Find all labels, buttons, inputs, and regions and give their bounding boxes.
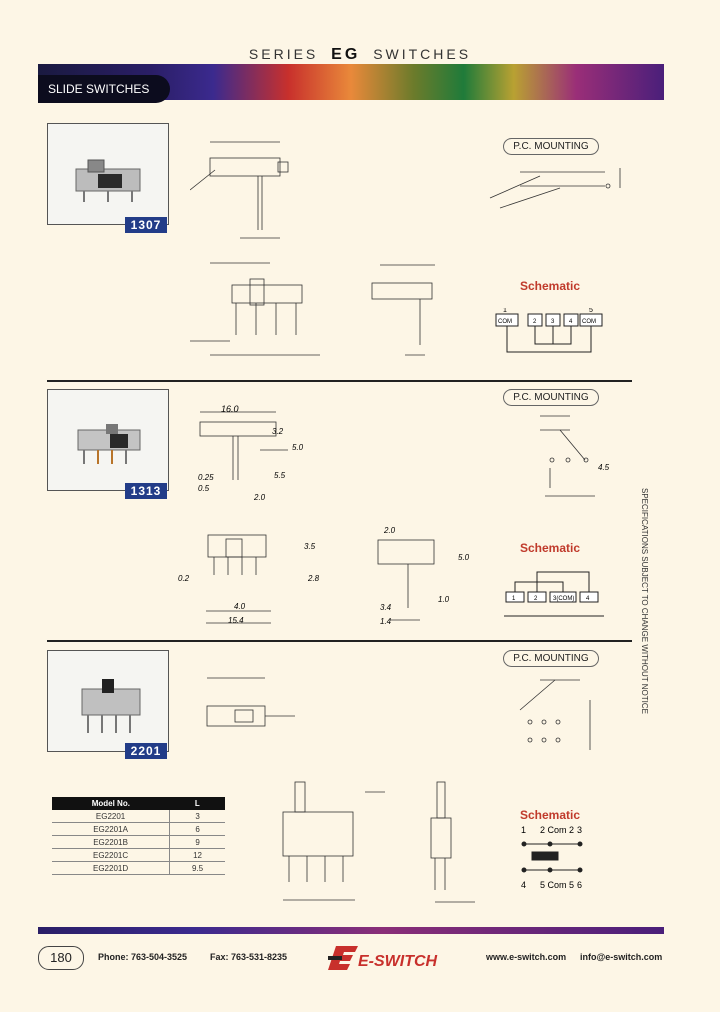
page-number: 180 (38, 946, 84, 970)
dim-1313-h: 3.5 (304, 542, 316, 551)
side-note: SPECIFICATIONS SUBJECT TO CHANGE WITHOUT… (640, 488, 649, 714)
series-suffix: SWITCHES (373, 46, 472, 62)
drawing-2201-side (430, 781, 475, 903)
logo-text: E-SWITCH (358, 953, 438, 970)
pc-mounting-label-1307: P.C. MOUNTING (503, 138, 599, 155)
schematic-2201-top-1: 1 (521, 825, 526, 835)
table-header-l: L (169, 797, 225, 810)
schematic-pin-3: 3 (551, 319, 555, 325)
schematic-1313-pin-3: 3(COM) (553, 596, 574, 602)
schematic-2201-top-2: 2 Com 2 (540, 825, 574, 835)
drawing-1307-pc (489, 168, 621, 209)
dim-1313-i: 2.8 (307, 574, 320, 583)
footer-bar (38, 927, 664, 934)
dim-1313-j: 0.2 (178, 574, 190, 583)
model-badge-1307: 1307 (125, 217, 167, 233)
table-cell-model: EG2201 (52, 810, 170, 823)
section-divider-1 (47, 380, 632, 382)
table-cell-model: EG2201C (52, 848, 170, 862)
dim-1313-g: 2.0 (253, 493, 266, 502)
schematic-1313-pin-2: 2 (534, 596, 538, 602)
series-prefix: SERIES (248, 46, 319, 62)
schematic-1313-pin-4: 4 (586, 596, 590, 602)
table-cell-l: 12 (169, 848, 225, 862)
section-divider-2 (47, 640, 632, 642)
drawing-1307-top (190, 141, 289, 239)
dim-1313-d: 5.5 (274, 471, 286, 480)
table-cell-l: 6 (169, 822, 225, 836)
drawing-2201-pc (519, 679, 591, 750)
schematic-1307: 1 2 3 4 5 COM COM (495, 308, 603, 353)
dim-1313-a: 16.0 (221, 404, 239, 414)
series-code: EG (331, 46, 361, 63)
schematic-com-left: COM (498, 319, 512, 325)
table-cell-l: 3 (169, 810, 225, 823)
drawing-1313-front: 3.5 2.8 0.2 4.0 15.4 (178, 534, 320, 625)
schematic-title-1313: Schematic (520, 541, 581, 555)
footer-web[interactable]: www.e-switch.com (486, 952, 567, 962)
schematic-1313: 1 2 3(COM) 4 (504, 571, 604, 617)
series-title: SERIES EG SWITCHES (0, 46, 720, 64)
table-cell-model: EG2201D (52, 861, 170, 875)
footer-phone: Phone: 763-504-3525 (98, 952, 188, 962)
schematic-pin-1: 1 (503, 308, 507, 314)
footer-email[interactable]: info@e-switch.com (580, 952, 663, 962)
switch-photo-icon (75, 159, 141, 202)
table-cell-l: 9 (169, 835, 225, 849)
dim-1313-c: 5.0 (292, 443, 304, 452)
dim-1313-e: 0.25 (198, 473, 214, 482)
dim-1313-f: 0.5 (198, 484, 210, 493)
drawing-1313-side: 2.0 5.0 1.0 3.4 1.4 (377, 526, 470, 626)
footer-fax: Fax: 763-531-8235 (210, 952, 288, 962)
dim-1313-b: 3.2 (272, 427, 284, 436)
product-photo-1307 (47, 123, 169, 225)
banner-label: SLIDE SWITCHES (38, 75, 170, 103)
switch-photo-icon (81, 679, 141, 733)
schematic-2201-bottom-6: 6 (577, 880, 582, 890)
schematic-pin-5: 5 (589, 308, 593, 314)
drawing-1313-top: 16.0 3.2 5.0 5.5 0.25 0.5 2.0 (198, 404, 304, 502)
drawing-1307-front (190, 262, 320, 356)
dim-1313-o: 1.0 (438, 595, 450, 604)
table-cell-model: EG2201A (52, 822, 170, 836)
table-header-model: Model No. (52, 797, 170, 810)
dim-1313-n: 5.0 (458, 553, 470, 562)
drawing-2201-top (206, 677, 295, 727)
switch-photo-icon (77, 424, 141, 464)
schematic-pin-2: 2 (533, 319, 537, 325)
schematic-2201-bottom-4: 4 (521, 880, 526, 890)
table-cell-model: EG2201B (52, 835, 170, 849)
dim-1313-p: 3.4 (380, 603, 392, 612)
dim-1313-m: 2.0 (383, 526, 396, 535)
schematic-pin-4: 4 (569, 319, 573, 325)
dim-1313-k: 4.0 (234, 602, 246, 611)
dim-1313-l: 15.4 (228, 616, 244, 625)
schematic-1313-pin-1: 1 (512, 596, 516, 602)
product-photo-1313 (47, 389, 169, 491)
drawing-1307-side (371, 264, 435, 356)
drawing-1313-pc: 4.5 (540, 415, 610, 497)
schematic-title-2201: Schematic (520, 808, 581, 822)
schematic-com-right: COM (582, 319, 596, 325)
model-badge-2201: 2201 (125, 743, 167, 759)
schematic-2201: 1 2 Com 2 3 4 5 Com 5 6 (521, 825, 583, 890)
dim-1313-q: 1.4 (380, 617, 392, 626)
pc-mounting-label-2201: P.C. MOUNTING (503, 650, 599, 667)
e-switch-logo: E-SWITCH (328, 946, 438, 970)
dim-1313-r: 4.5 (598, 463, 610, 472)
schematic-2201-top-3: 3 (577, 825, 582, 835)
schematic-2201-bottom-5: 5 Com 5 (540, 880, 574, 890)
model-badge-1313: 1313 (125, 483, 167, 499)
drawing-2201-front (282, 781, 385, 901)
schematic-title-1307: Schematic (520, 279, 581, 293)
table-cell-l: 9.5 (169, 861, 225, 875)
product-photo-2201 (47, 650, 169, 752)
pc-mounting-label-1313: P.C. MOUNTING (503, 389, 599, 406)
